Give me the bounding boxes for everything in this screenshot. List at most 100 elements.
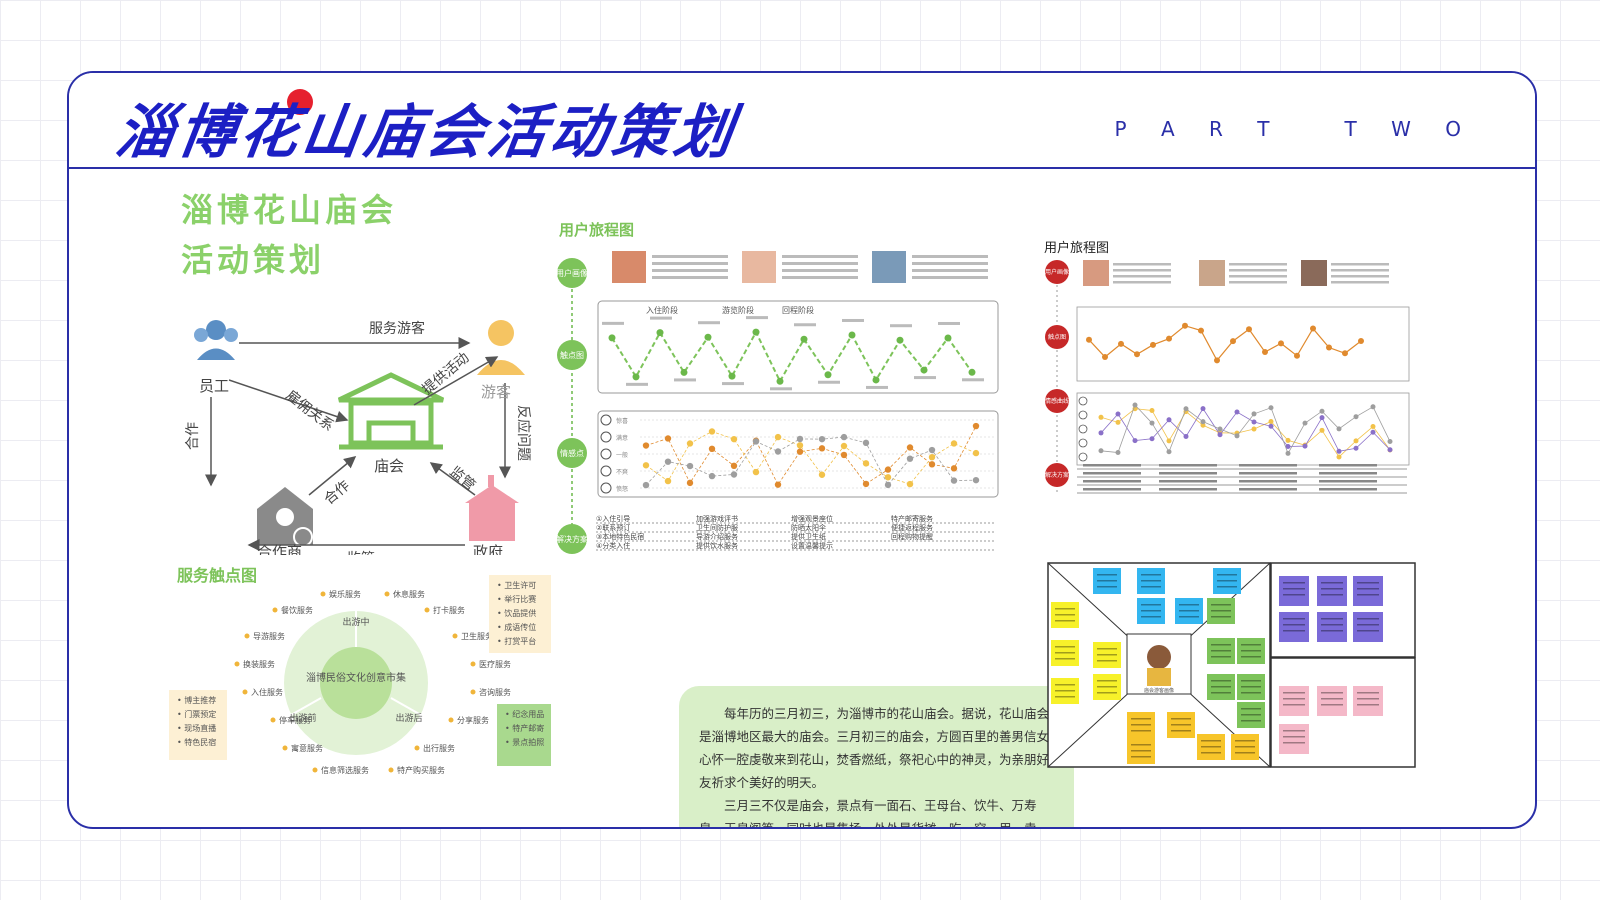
right-persona-line	[1229, 281, 1287, 284]
right-emotion-point	[1183, 406, 1189, 412]
service-dot	[470, 689, 476, 695]
persona-text-line	[782, 276, 858, 279]
sticky-note-text	[1131, 724, 1151, 726]
service-label: 医疗服务	[479, 659, 511, 669]
service-label: 寓意服务	[291, 743, 323, 753]
emotion-point	[818, 445, 826, 452]
right-touchpoint-line	[1088, 325, 1362, 362]
sticky-note-text	[1131, 744, 1151, 746]
right-touchpoint-node	[1214, 357, 1220, 364]
right-solution-text	[1159, 480, 1217, 483]
sticky-note	[1093, 642, 1121, 668]
emotion-point	[840, 433, 848, 441]
touchpoint-node	[848, 331, 856, 339]
sticky-note-text	[1357, 594, 1379, 596]
emotion-point	[950, 465, 958, 472]
right-persona-line	[1331, 269, 1389, 272]
touchpoint-node	[776, 377, 784, 385]
persona-text-line	[652, 276, 728, 279]
service-label: 导游服务	[253, 631, 285, 641]
sticky-note-text	[1097, 654, 1117, 656]
service-box-item: • 纪念用品	[505, 710, 545, 719]
service-label: 特产购买服务	[397, 765, 445, 775]
service-label: 娱乐服务	[329, 589, 361, 599]
page-title: 淄博花山庙会活动策划	[111, 98, 742, 166]
right-row-label: 触点图	[1048, 333, 1066, 341]
emotion-point	[862, 480, 870, 488]
emotion-point	[840, 442, 848, 450]
right-emotion-point	[1166, 417, 1172, 423]
emotion-point	[906, 444, 914, 451]
touchpoint-text	[962, 378, 984, 382]
emotion-point	[862, 460, 870, 467]
sticky-note-text	[1321, 704, 1343, 706]
emotion-point	[686, 462, 694, 470]
right-persona-line	[1113, 269, 1171, 272]
right-emotion-point	[1353, 414, 1359, 420]
emotion-point	[642, 462, 650, 469]
right-emotion-point	[1200, 422, 1206, 428]
sticky-note-text	[1241, 692, 1261, 694]
right-touchpoint-node	[1246, 326, 1252, 333]
right-touchpoint-node	[1166, 335, 1172, 342]
right-row-marker	[1045, 463, 1069, 487]
emotion-point	[752, 468, 760, 476]
edge-cooperate-left: 合作	[185, 422, 201, 450]
sticky-note-text	[1321, 698, 1343, 700]
solution-item: 提供饮水服务	[696, 541, 738, 550]
relation-diagram: 员工 游客 庙会 合作商 政府 服务游客 提供活动 雇佣关系 合作 反应问题 监…	[185, 320, 532, 555]
sticky-note-text	[1097, 580, 1117, 582]
right-emotion-point	[1132, 402, 1138, 408]
touchpoint-text	[818, 380, 840, 384]
sticky-note-text	[1321, 582, 1343, 584]
sticky-note-text	[1217, 586, 1237, 588]
sticky-note	[1167, 712, 1195, 738]
touchpoint-node	[608, 334, 616, 342]
right-emotion-line	[1100, 408, 1391, 458]
emotion-point	[664, 477, 672, 485]
right-emotion-point	[1251, 426, 1257, 432]
touchpoint-text	[650, 316, 672, 320]
right-row-marker	[1045, 389, 1069, 413]
right-emotion-point	[1319, 408, 1325, 414]
touchpoint-node	[728, 372, 736, 380]
emotion-point	[708, 445, 716, 453]
right-touchpoint-node	[1230, 338, 1236, 345]
persona-text-line	[652, 269, 728, 272]
right-touchpoint-node	[1358, 338, 1364, 345]
sticky-note	[1093, 674, 1121, 700]
touchpoint-text	[698, 321, 720, 325]
service-label: 信息筛选服务	[321, 765, 369, 775]
sticky-note-text	[1241, 680, 1261, 682]
sticky-note-text	[1283, 698, 1305, 700]
journey-row-marker	[557, 340, 587, 370]
sticky-note	[1317, 576, 1347, 606]
sticky-note-text	[1321, 618, 1343, 620]
right-solution-text	[1083, 472, 1141, 475]
emotion-point	[972, 476, 980, 484]
touchpoint-text	[794, 323, 816, 327]
right-emotion-face-icon	[1078, 410, 1088, 420]
persona-text-line	[912, 255, 988, 258]
emotion-point	[796, 448, 804, 455]
service-dot	[320, 591, 326, 597]
sticky-note-text	[1141, 616, 1161, 618]
right-emotion-point	[1234, 433, 1240, 439]
header: 淄博花山庙会活动策划 P A R T T W O	[69, 73, 1535, 169]
service-box-item: • 打赏平台	[497, 637, 537, 646]
emotion-point	[774, 433, 782, 441]
stage-label: 出游前	[289, 712, 316, 724]
right-persona-line	[1113, 281, 1171, 284]
persona-text-line	[912, 262, 988, 265]
service-dot	[312, 767, 318, 773]
emotion-point	[972, 422, 980, 430]
service-dot	[470, 661, 476, 667]
sticky-note	[1237, 674, 1265, 700]
right-emotion-face-icon	[1078, 452, 1088, 462]
emotion-face-icon	[600, 448, 612, 460]
right-emotion-point	[1132, 438, 1138, 444]
sticky-note	[1207, 674, 1235, 700]
touchpoint-box-top-right: • 卫生许可• 举行比赛• 饮品提供• 成语传位• 打赏平台	[489, 575, 551, 653]
edge-cooperate-mid: 合作	[321, 478, 353, 508]
persona-photo	[742, 251, 776, 283]
